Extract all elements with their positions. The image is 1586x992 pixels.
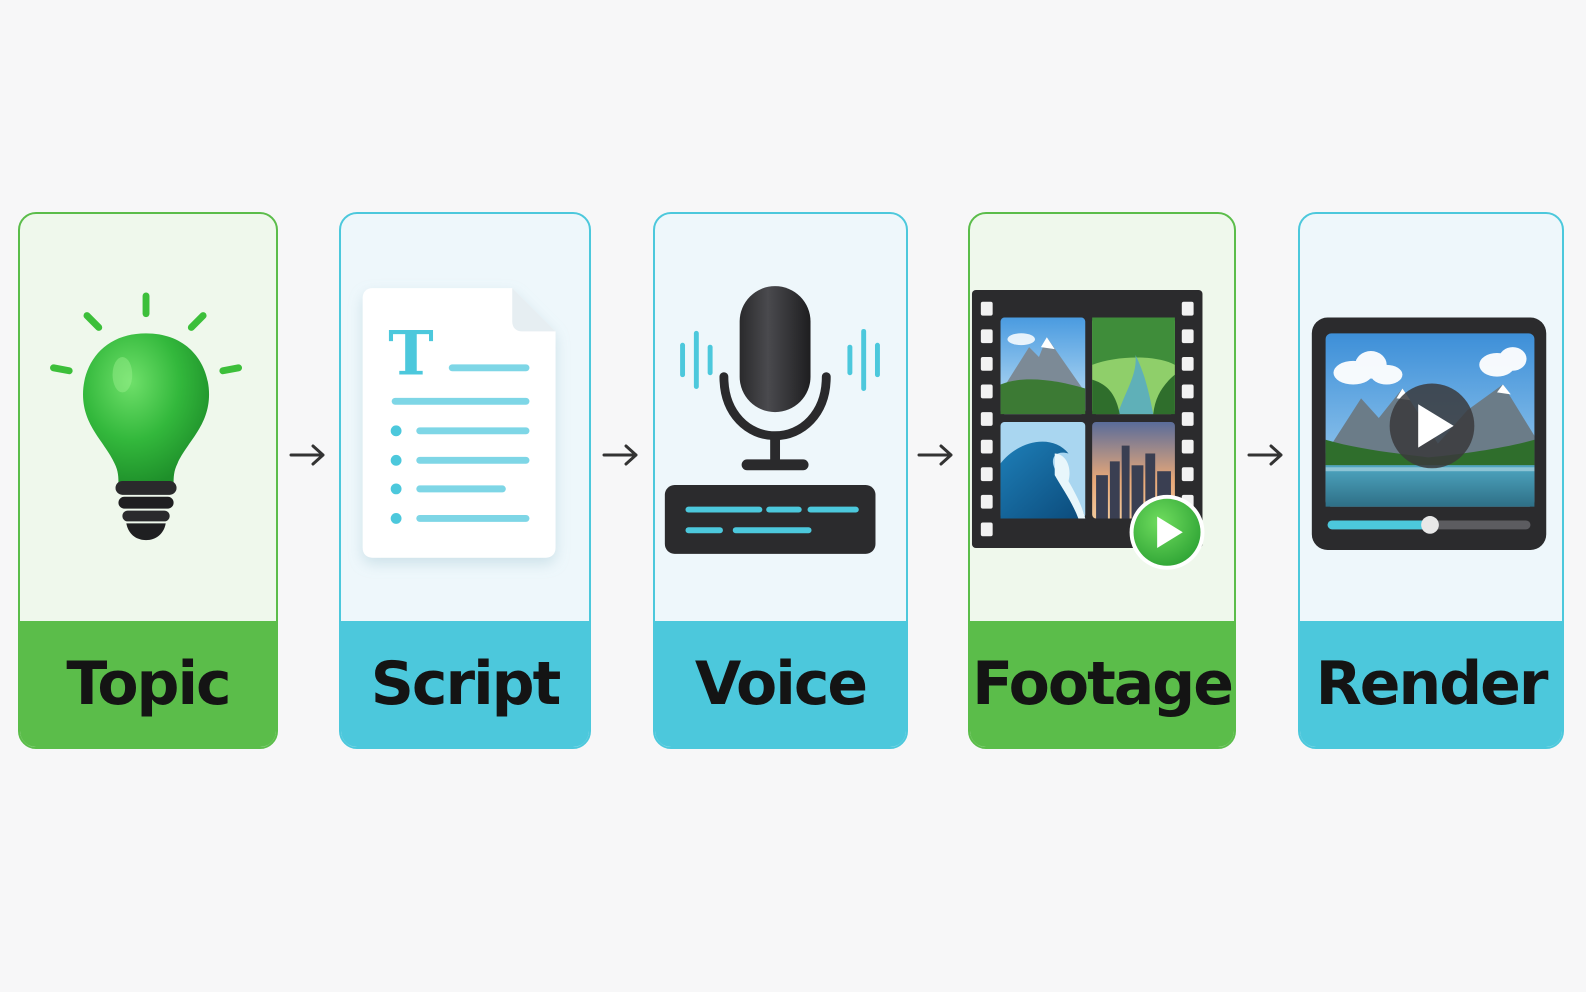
mountain-frame (1001, 318, 1086, 415)
step-label-voice: Voice (655, 621, 906, 747)
arrow-right-icon (1246, 440, 1286, 470)
step-title: Render (1316, 649, 1547, 719)
video-player-icon (1300, 214, 1562, 625)
step-title: Voice (695, 649, 866, 719)
document-heading-glyph: T (388, 319, 433, 390)
arrow-right-icon (601, 440, 641, 470)
microphone-icon (655, 214, 906, 625)
step-label-render: Render (1300, 621, 1562, 747)
step-title: Topic (66, 649, 229, 719)
step-label-script: Script (341, 621, 589, 747)
forest-frame (1092, 318, 1175, 415)
step-card-script: T Script (339, 212, 591, 749)
lightbulb-icon (20, 214, 276, 625)
film-strip-icon (970, 214, 1234, 625)
wave-frame (1001, 422, 1086, 519)
step-label-topic: Topic (20, 621, 276, 747)
step-label-footage: Footage (970, 621, 1234, 747)
step-art-voice (655, 214, 906, 625)
arrow-right-icon (288, 440, 328, 470)
step-card-render: Render (1298, 212, 1564, 749)
step-title: Script (371, 649, 560, 719)
step-card-footage: Footage (968, 212, 1236, 749)
step-art-footage (970, 214, 1234, 625)
document-icon: T (341, 214, 589, 625)
step-card-topic: Topic (18, 212, 278, 749)
step-art-script: T (341, 214, 589, 625)
arrow-right-icon (916, 440, 956, 470)
step-card-voice: Voice (653, 212, 908, 749)
step-art-render (1300, 214, 1562, 625)
step-title: Footage (972, 649, 1232, 719)
step-art-topic (20, 214, 276, 625)
